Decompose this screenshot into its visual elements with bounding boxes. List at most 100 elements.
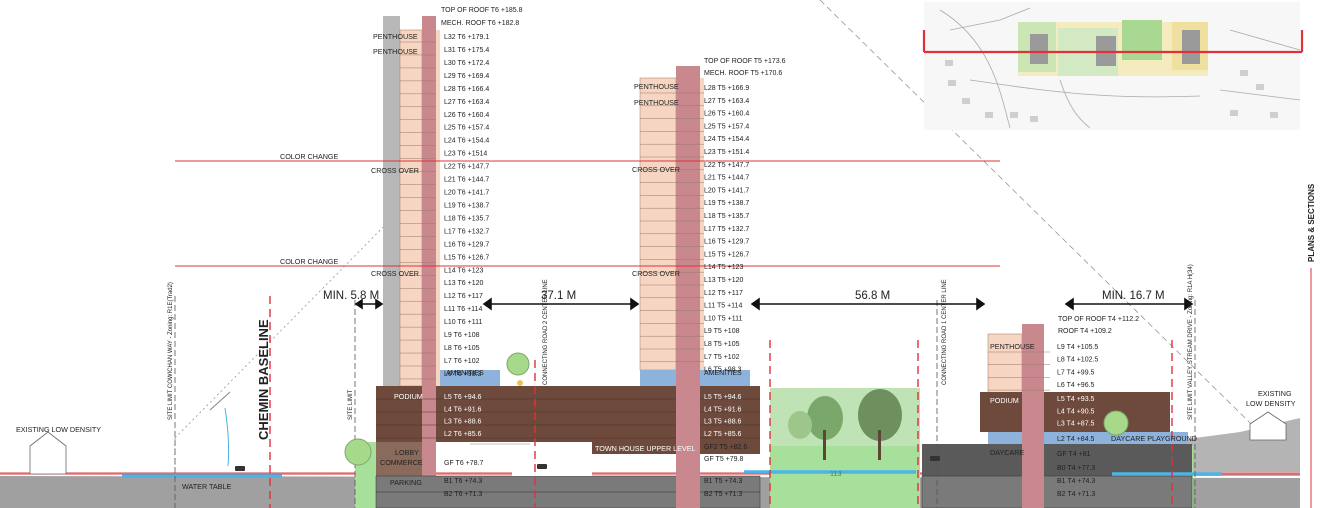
t6-commerce-label: COMMERCE <box>380 458 423 467</box>
t6-penthouse-label-2: PENTHOUSE <box>373 47 418 56</box>
tower-t5-level-18: L10 T5 +111 <box>704 315 742 322</box>
cars <box>235 456 940 471</box>
tower-t6-level-14: L18 T6 +135.7 <box>444 215 489 222</box>
tower-t5-level-5: L23 T5 +151.4 <box>704 149 749 156</box>
tower-t6-level-25: L7 T6 +102 <box>444 358 480 365</box>
tower-t5-level-14: L14 T5 +123 <box>704 264 743 271</box>
tower-t6-floorlines <box>400 41 436 380</box>
angle-indicator <box>209 391 231 467</box>
tower-t5-level-3: L25 T5 +157.4 <box>704 123 749 130</box>
t6-mech-roof-label: MECH. ROOF T6 +182.8 <box>441 20 519 27</box>
tower-t6-level-30: L2 T6 +85.6 <box>444 431 482 438</box>
tower-t5-level-2: L26 T5 +160.4 <box>704 111 749 118</box>
t4-daycare-playground-label: DAYCARE PLAYGROUND <box>1111 434 1197 443</box>
t4-top-roof-label: TOP OF ROOF T4 +112.2 <box>1058 316 1139 323</box>
t5-amenities-label: AMENITIES <box>704 370 742 377</box>
tower-t5-level-24: L4 T5 +91.6 <box>704 406 742 413</box>
tower-t5-level-17: L11 T5 +114 <box>704 303 742 310</box>
water-table-label: WATER TABLE <box>182 482 231 491</box>
tower-t4 <box>921 324 1193 508</box>
tower-t4-level-1: L8 T4 +102.5 <box>1057 357 1098 364</box>
tower-t6-level-24: L8 T6 +105 <box>444 345 480 352</box>
t6-penthouse-label-1: PENTHOUSE <box>373 32 418 41</box>
t4-level-labels: L9 T4 +105.5 L8 T4 +102.5 L7 T4 +99.5 L6 T4… <box>1057 344 1098 498</box>
t4-penthouse-label: PENTHOUSE <box>990 342 1035 351</box>
tower-t4-level-10: B1 T4 +74.3 <box>1057 478 1095 485</box>
tower-t6-level-16: L16 T6 +129.7 <box>444 241 489 248</box>
connecting-road-2-label: CONNECTING ROAD 2 CENTER LINE <box>543 279 549 385</box>
site-limit-cowichan-label: SITE LIMIT COWICHAN WAY - Zoning: R1E(Tr… <box>168 282 174 420</box>
dimension-arrows <box>354 297 1194 311</box>
existing-low-density-right-2: LOW DENSITY <box>1246 399 1296 408</box>
tower-t4-level-9: B0 T4 +77.3 <box>1057 465 1095 472</box>
tower-t6-level-26: L6 T6 +98.3 <box>444 371 482 378</box>
site-limit-label: SITE LIMIT <box>348 389 354 420</box>
tower-t6-level-13: L19 T6 +138.7 <box>444 202 489 209</box>
tower-t6-level-27: L5 T6 +94.6 <box>444 394 482 401</box>
tower-t6-level-17: L15 T6 +126.7 <box>444 254 489 261</box>
tower-t6-level-33: B2 T6 +71.3 <box>444 491 482 498</box>
tower-t5-level-29: B1 T5 +74.3 <box>704 478 742 485</box>
color-change-label-1: COLOR CHANGE <box>280 152 339 161</box>
tower-t5-level-7: L21 T5 +144.7 <box>704 175 749 182</box>
tower-t4-level-0: L9 T4 +105.5 <box>1057 344 1098 351</box>
tower-t6-level-3: L29 T6 +169.4 <box>444 73 489 80</box>
existing-low-density-right-1: EXISTING <box>1258 389 1292 398</box>
tower-t6-level-19: L13 T6 +120 <box>444 280 483 287</box>
tower-t5-level-26: L2 T5 +85.6 <box>704 431 742 438</box>
dimension-label-56-8: 56.8 M <box>855 290 890 302</box>
connecting-road-1-label: CONNECTING ROAD 1 CENTER LINE <box>942 279 948 385</box>
tower-t4-level-4: L5 T4 +93.5 <box>1057 396 1095 403</box>
tower-t5-level-23: L5 T5 +94.6 <box>704 394 742 401</box>
tower-t6-level-4: L28 T6 +166.4 <box>444 86 489 93</box>
tower-t4-level-2: L7 T4 +99.5 <box>1057 369 1095 376</box>
t5-crossover-label-2: CROSS OVER <box>632 269 680 278</box>
t6-top-roof-label: TOP OF ROOF T6 +185.8 <box>441 7 523 14</box>
dimension-label-min-16-7: MIN. 16.7 M <box>1102 290 1165 302</box>
tower-t6-level-28: L4 T6 +91.6 <box>444 406 482 413</box>
tower-t5-level-22: L6 T5 +98.3 <box>704 367 742 374</box>
dimension-label-37-1: 37.1 M <box>541 290 576 302</box>
t6-crossover-label-1: CROSS OVER <box>371 166 419 175</box>
tower-t4-floorlines <box>988 351 1050 391</box>
dimension-label-min-5-8: MIN. 5.8 M <box>323 290 379 302</box>
t5-top-roof-label: TOP OF ROOF T5 +173.6 <box>704 58 786 65</box>
tower-t5-level-1: L27 T5 +163.4 <box>704 98 749 105</box>
tower-t6-level-11: L21 T6 +144.7 <box>444 177 489 184</box>
tower-t5-floorlines <box>640 92 704 363</box>
tower-t5-level-13: L15 T5 +126.7 <box>704 251 749 258</box>
tower-t5-level-6: L22 T5 +147.7 <box>704 162 749 169</box>
tower-t6-level-10: L22 T6 +147.7 <box>444 164 489 171</box>
tower-t5-level-20: L8 T5 +105 <box>704 341 740 348</box>
t6-crossover-label-2: CROSS OVER <box>371 269 419 278</box>
tower-t6-level-32: B1 T6 +74.3 <box>444 478 482 485</box>
tower-t5-level-12: L16 T5 +129.7 <box>704 239 749 246</box>
tower-t5-level-21: L7 T5 +102 <box>704 354 740 361</box>
tower-t6-level-21: L11 T6 +114 <box>444 306 482 313</box>
t6-amenities-label: AMENITIES <box>446 370 484 377</box>
tower-t5-level-16: L12 T5 +117 <box>704 290 743 297</box>
water-table <box>122 470 1222 478</box>
tower-t4-level-8: GF T4 +81 <box>1057 451 1091 458</box>
t6-amenities <box>440 370 500 386</box>
tower-t6-level-2: L30 T6 +172.4 <box>444 60 489 67</box>
tower-t4-level-3: L6 T4 +96.5 <box>1057 382 1095 389</box>
tower-t5-level-28: GF T5 +79.8 <box>704 456 743 463</box>
t5-townhouse-label: TOWN HOUSE UPPER LEVEL <box>595 444 696 453</box>
reference-lines <box>269 296 1173 508</box>
t5-penthouse-label-1: PENTHOUSE <box>634 82 679 91</box>
tower-t6-level-22: L10 T6 +111 <box>444 319 482 326</box>
tower-t6-level-18: L14 T6 +123 <box>444 267 483 274</box>
t5-crossover-label-1: CROSS OVER <box>632 165 680 174</box>
tower-t5-level-30: B2 T5 +71.3 <box>704 491 742 498</box>
tower-t6-level-29: L3 T6 +88.6 <box>444 419 482 426</box>
tower-t4-level-11: B2 T4 +71.3 <box>1057 491 1095 498</box>
tower-t4-level-6: L3 T4 +87.5 <box>1057 421 1095 428</box>
t5-penthouse-label-2: PENTHOUSE <box>634 98 679 107</box>
park-elevation-label: 113 <box>830 469 841 478</box>
tower-t6-level-12: L20 T6 +141.7 <box>444 190 489 197</box>
chemin-baseline-label: CHEMIN BASELINE <box>256 319 271 440</box>
tower-t6-level-20: L12 T6 +117 <box>444 293 483 300</box>
